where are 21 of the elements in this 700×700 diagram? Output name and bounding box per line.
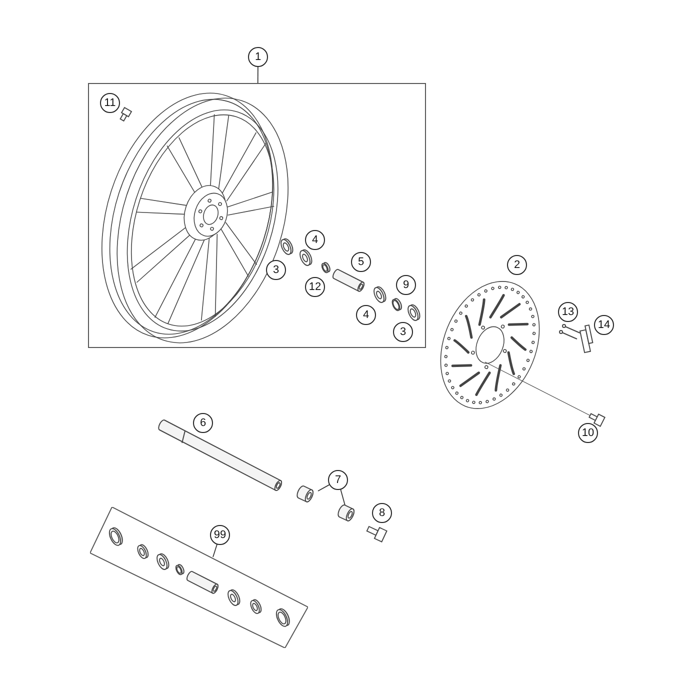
- leader-line: [318, 484, 330, 492]
- callout-number: 4: [356, 305, 376, 325]
- callout-number: 99: [210, 525, 230, 545]
- callout-number: 2: [507, 255, 527, 275]
- callout-number: 13: [558, 302, 578, 322]
- callout-number: 12: [305, 277, 325, 297]
- callout-number: 5: [351, 252, 371, 272]
- group-frame: [88, 83, 426, 348]
- callout-number: 10: [578, 423, 598, 443]
- leader-line: [340, 489, 346, 506]
- leader-line: [212, 544, 218, 558]
- callout-number: 3: [266, 260, 286, 280]
- callout-number: 8: [372, 503, 392, 523]
- callout-number: 11: [100, 93, 120, 113]
- callout-number: 6: [193, 413, 213, 433]
- leader-line: [257, 66, 258, 84]
- callout-number: 9: [396, 275, 416, 295]
- callout-number: 3: [393, 322, 413, 342]
- callout-number: 4: [305, 230, 325, 250]
- callout-number: 1: [248, 47, 268, 67]
- callout-number: 7: [328, 470, 348, 490]
